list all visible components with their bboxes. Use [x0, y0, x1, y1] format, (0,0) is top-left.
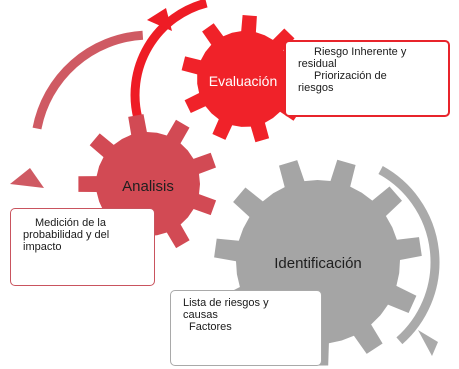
note-line: residual	[298, 58, 337, 70]
note-line: Medición de la	[35, 217, 106, 229]
gear-evaluacion	[181, 15, 309, 143]
arrow-to-evaluacion	[130, 0, 208, 120]
evaluacion-note: Riesgo Inherente y residual Priorización…	[284, 40, 450, 117]
arrow-to-analisis-head	[10, 168, 44, 188]
analisis-note: Medición de la probabilidad y del impact…	[10, 208, 155, 286]
arrow-to-identificacion-head	[418, 330, 438, 356]
note-line: probabilidad y del	[23, 229, 110, 241]
analisis-label: Analisis	[122, 178, 174, 195]
note-line: Riesgo Inherente y	[314, 46, 407, 58]
arrow-to-analisis	[32, 30, 144, 130]
arrow-to-evaluacion-head	[147, 8, 172, 31]
arrow-to-identificacion	[378, 166, 440, 345]
note-line: Priorización de	[314, 70, 387, 82]
note-line: causas	[183, 309, 218, 321]
note-line: riesgos	[298, 82, 334, 94]
note-line: Lista de riesgos y	[183, 297, 269, 309]
note-line: impacto	[23, 241, 62, 253]
identificacion-label: Identificación	[274, 255, 362, 272]
evaluacion-label: Evaluación	[209, 73, 278, 89]
note-line: Factores	[189, 321, 232, 333]
identificacion-note: Lista de riesgos y causas Factores	[170, 290, 322, 366]
